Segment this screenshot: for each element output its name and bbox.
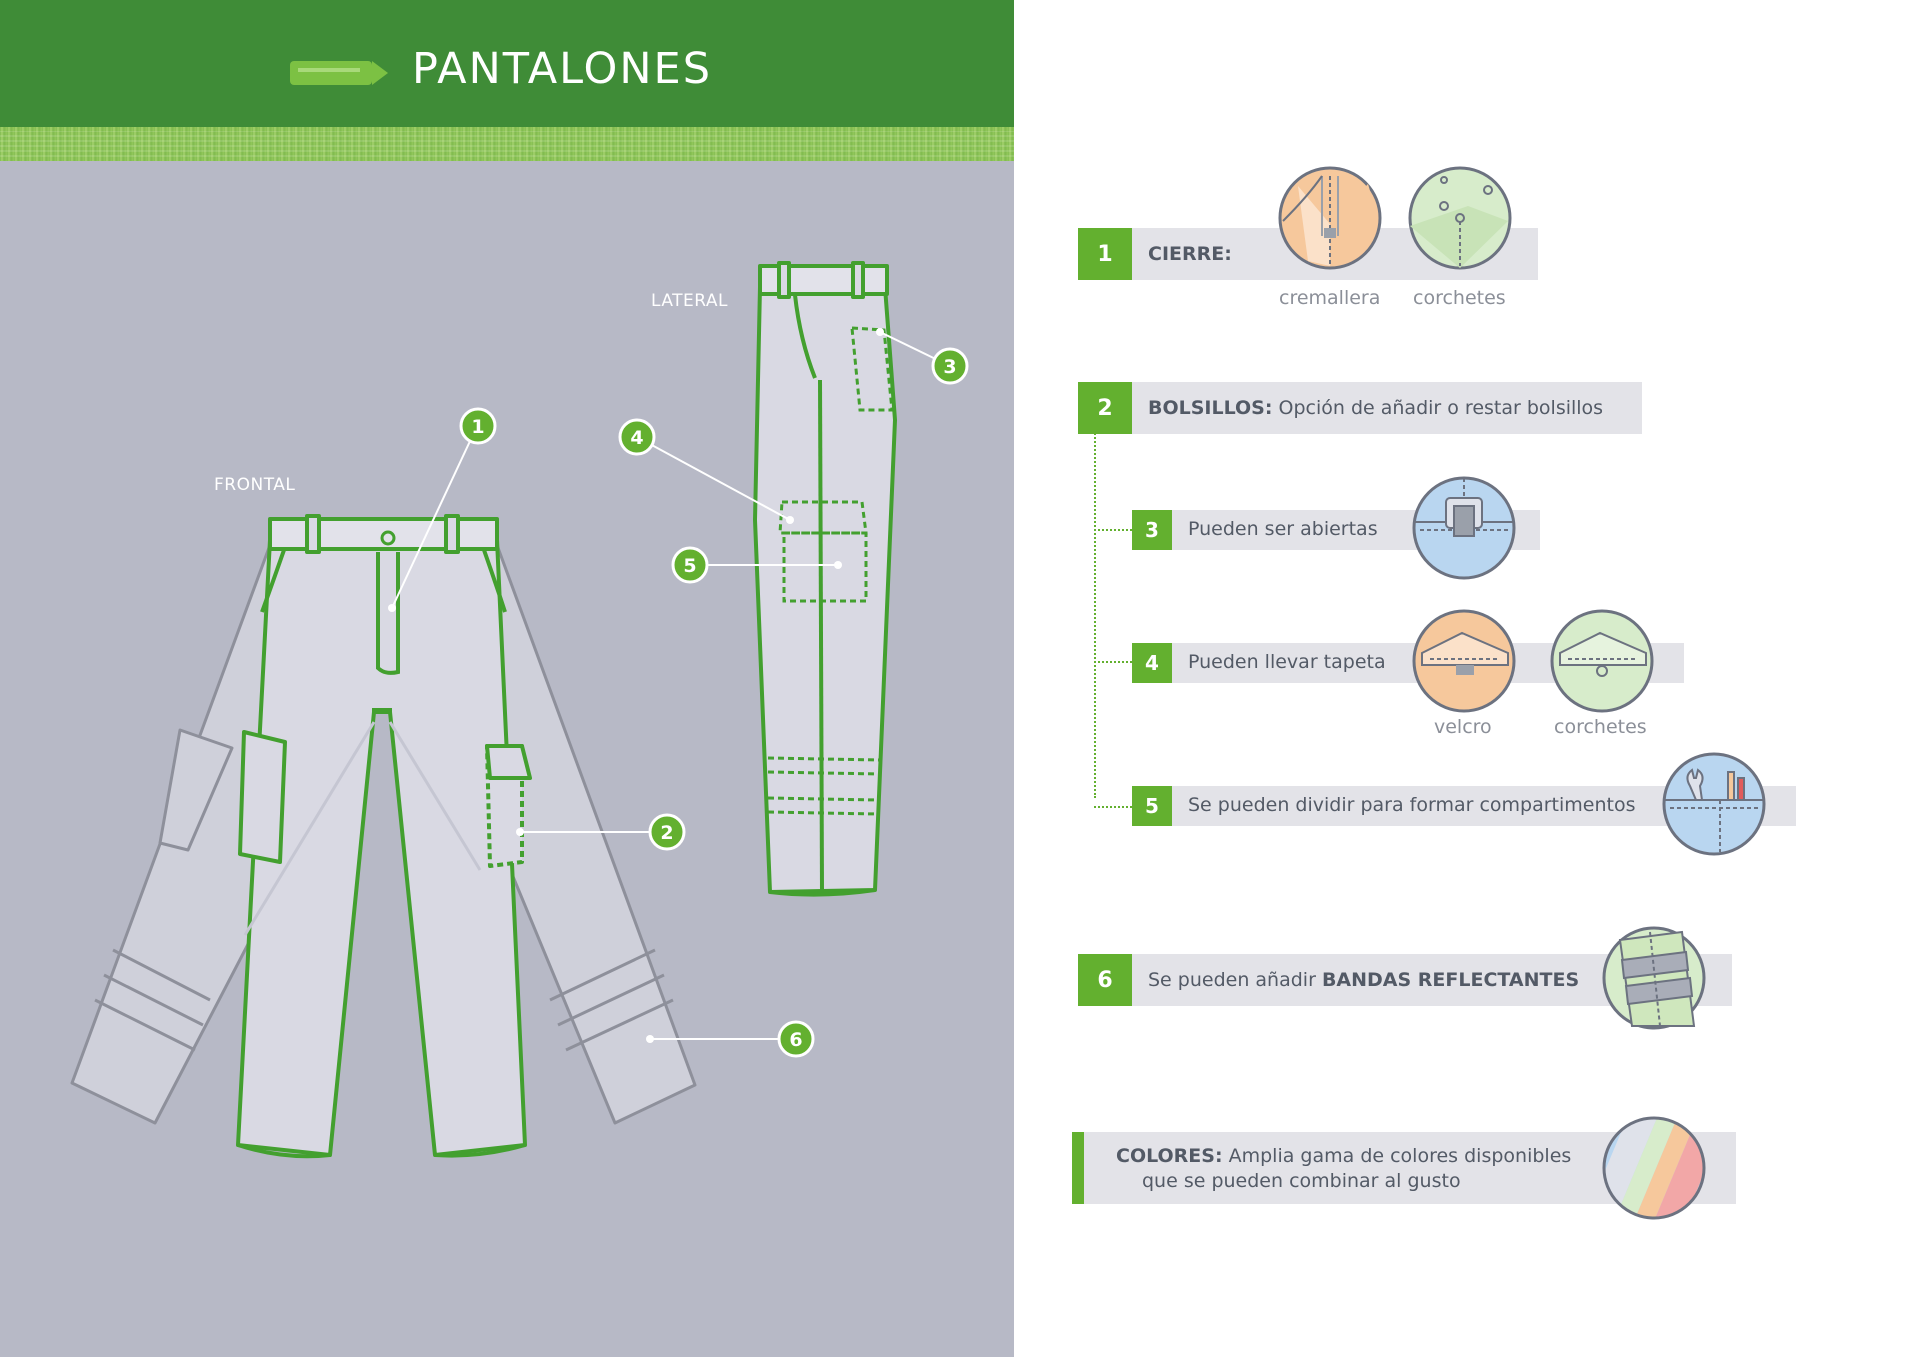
feature-bar-bolsillos: [1078, 382, 1642, 434]
caption-velcro: velcro: [1434, 716, 1492, 738]
svg-text:3: 3: [943, 356, 956, 378]
header-texture-strip: [0, 127, 1014, 161]
colores-accent-bar: [1072, 1132, 1084, 1204]
callout-4: 4: [618, 418, 656, 456]
reflective-bands-swatch-icon: [1602, 926, 1706, 1030]
svg-text:6: 6: [789, 1029, 802, 1051]
callout-5: 5: [671, 546, 709, 584]
page-title: PANTALONES: [412, 44, 713, 94]
color-range-swatch-icon: [1602, 1116, 1706, 1220]
feature-number-4: 4: [1132, 643, 1172, 683]
header-banner: [0, 0, 1014, 127]
snap-flap-swatch-icon: [1550, 609, 1654, 713]
caption-corchetes-tapeta: corchetes: [1554, 716, 1647, 738]
front-pants: [236, 514, 532, 1157]
feature-number-2: 2: [1078, 382, 1132, 434]
feature-text-colores-line1: COLORES: Amplia gama de colores disponib…: [1116, 1145, 1572, 1167]
callout-2: 2: [648, 813, 686, 851]
caption-cremallera: cremallera: [1279, 287, 1381, 309]
feature-label-cierre: CIERRE:: [1148, 243, 1232, 265]
svg-text:1: 1: [471, 416, 484, 438]
pants-drawing: 1 2 3 4 5 6: [70, 261, 969, 1159]
callout-3: 3: [931, 347, 969, 385]
tool-pocket-swatch-icon: [1662, 752, 1766, 856]
caption-corchetes-cierre: corchetes: [1413, 287, 1506, 309]
svg-text:4: 4: [630, 427, 643, 449]
callout-1: 1: [459, 407, 497, 445]
view-label-lateral: LATERAL: [651, 291, 729, 311]
pencil-icon: [290, 61, 388, 85]
callout-6: 6: [777, 1020, 815, 1058]
feature-text-tapeta: Pueden llevar tapeta: [1188, 651, 1386, 673]
feature-number-3: 3: [1132, 510, 1172, 550]
feature-text-bolsillos: BOLSILLOS: Opción de añadir o restar bol…: [1148, 397, 1604, 419]
side-pants: [753, 261, 897, 894]
feature-number-1: 1: [1078, 228, 1132, 280]
feature-text-bandas: Se pueden añadir BANDAS REFLECTANTES: [1148, 969, 1580, 991]
tree-branch-5: [1094, 806, 1132, 808]
tree-connector: [1094, 430, 1096, 798]
feature-text-compartimentos: Se pueden dividir para formar compartime…: [1188, 794, 1636, 816]
svg-text:2: 2: [660, 822, 673, 844]
tree-branch-3: [1094, 529, 1132, 531]
zipper-swatch-icon: [1278, 166, 1382, 270]
velcro-flap-swatch-icon: [1412, 609, 1516, 713]
tree-branch-4: [1094, 661, 1132, 663]
feature-number-5: 5: [1132, 786, 1172, 826]
feature-text-colores-line2: que se pueden combinar al gusto: [1142, 1170, 1461, 1192]
snaps-swatch-icon: [1408, 166, 1512, 270]
feature-number-6: 6: [1078, 954, 1132, 1006]
open-pocket-swatch-icon: [1412, 476, 1516, 580]
view-label-frontal: FRONTAL: [214, 475, 296, 495]
feature-text-abiertas: Pueden ser abiertas: [1188, 518, 1378, 540]
svg-text:5: 5: [683, 555, 696, 577]
illustration-panel: PANTALONES FRONTAL LATERAL: [0, 0, 1014, 1357]
